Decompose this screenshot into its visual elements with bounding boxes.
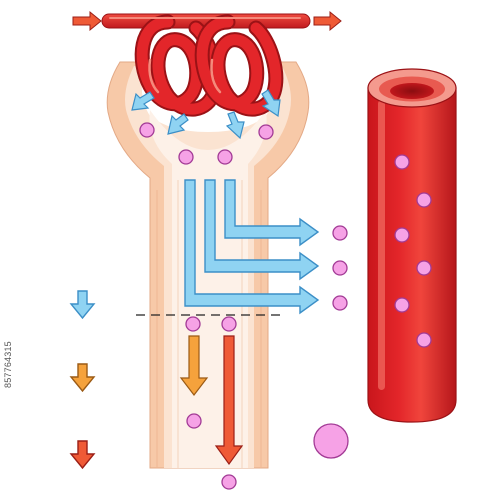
tubule-particle	[221, 316, 237, 332]
filtration-arrow	[261, 89, 281, 118]
legend-blue-arrow	[69, 290, 96, 320]
capsule-particle	[258, 124, 274, 140]
nephron-tubule	[106, 61, 310, 469]
solute-particles	[139, 122, 432, 490]
filtration-arrow	[225, 111, 245, 140]
large-particle	[313, 423, 349, 459]
reabsorbed-particle	[332, 295, 348, 311]
reabsorption-arrows	[184, 179, 320, 315]
legend-red-arrow	[69, 440, 96, 470]
blood-particle	[394, 227, 410, 243]
outflow-arrow	[313, 10, 342, 32]
reabsorption-arrow	[204, 179, 320, 281]
filtration-arrows	[131, 89, 281, 140]
legend-orange-arrow	[69, 363, 96, 393]
stock-id-stamp: 857764315	[3, 341, 13, 388]
secretion-arrow	[179, 335, 209, 396]
filtration-arrow	[131, 91, 155, 111]
blood-particle	[416, 192, 432, 208]
glomerulus-capillary	[101, 13, 311, 117]
blood-vessel	[367, 68, 457, 423]
capsule-particle	[178, 149, 194, 165]
capsule-particle	[217, 149, 233, 165]
tubule-particle	[221, 474, 237, 490]
reabsorption-arrow	[184, 179, 320, 315]
blood-particle	[416, 260, 432, 276]
blood-particle	[416, 332, 432, 348]
blood-particle	[394, 297, 410, 313]
tubule-particle	[186, 413, 202, 429]
capsule-particle	[139, 122, 155, 138]
legend-arrows	[69, 290, 96, 470]
reabsorption-arrow	[224, 179, 320, 247]
inflow-arrow	[72, 10, 102, 32]
blood-particle	[394, 154, 410, 170]
filtration-arrow	[167, 113, 189, 135]
reabsorbed-particle	[332, 225, 348, 241]
reabsorbed-particle	[332, 260, 348, 276]
tubule-particle	[185, 316, 201, 332]
excretion-arrow	[214, 335, 244, 466]
